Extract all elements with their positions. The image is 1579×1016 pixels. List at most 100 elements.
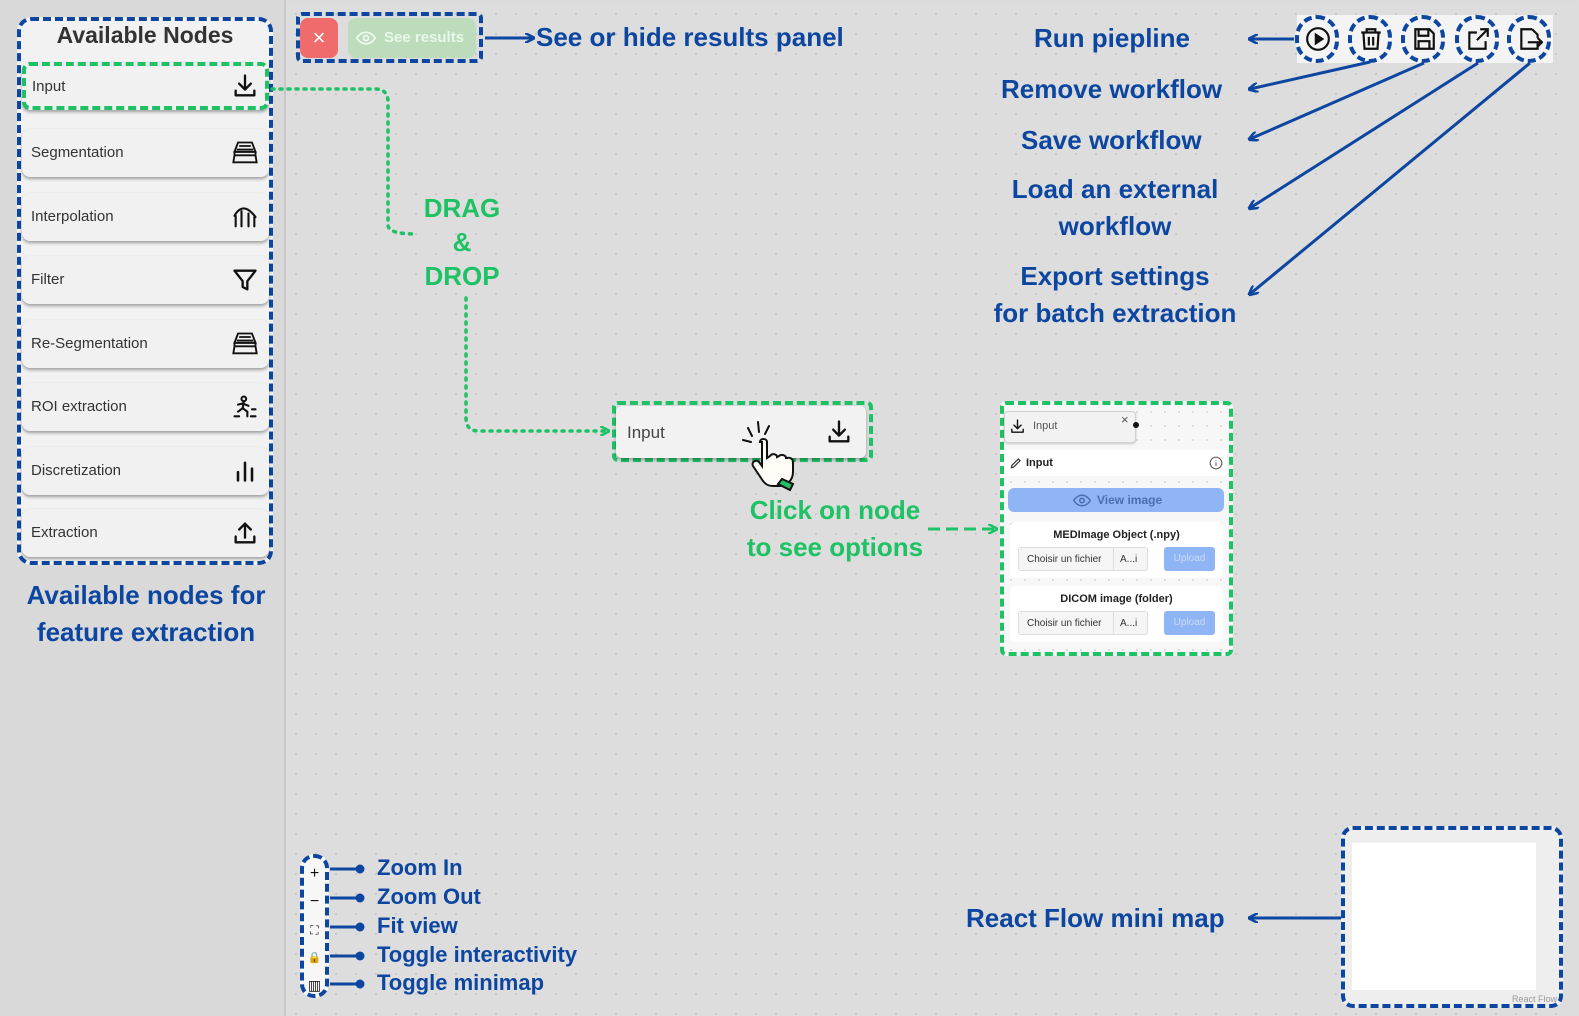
panel-tab-label: Input xyxy=(1033,420,1058,432)
medimage-section-title: MEDImage Object (.npy) xyxy=(1053,529,1180,541)
eye-icon xyxy=(1072,494,1092,507)
download-icon xyxy=(234,74,256,97)
zoom-in-button[interactable]: + xyxy=(309,865,320,882)
sidebar-item-label: Filter xyxy=(31,271,65,288)
pencil-icon[interactable] xyxy=(1009,456,1023,470)
remove-workflow-button[interactable] xyxy=(1348,15,1392,63)
see-results-button[interactable]: See results xyxy=(348,18,476,58)
filter-icon xyxy=(233,269,257,291)
run-pipeline-annotation: Run piepline xyxy=(1034,23,1190,53)
file-value: A...i xyxy=(1120,554,1138,565)
sidebar-caption-line2: feature extraction xyxy=(36,617,256,647)
sidebar-item-label: Discretization xyxy=(31,462,122,479)
react-flow-attribution[interactable]: React Flow xyxy=(1512,994,1558,1004)
sidebar-item-discretization[interactable]: Discretization xyxy=(22,447,269,495)
sidebar-caption-line1: Available nodes for xyxy=(26,580,266,610)
dicom-section-title: DICOM image (folder) xyxy=(1060,593,1173,605)
upload-icon xyxy=(234,522,256,544)
sidebar-item-extraction[interactable]: Extraction xyxy=(22,509,269,557)
sidebar-item-re-segmentation[interactable]: Re-Segmentation xyxy=(22,320,269,368)
click-annotation-line2: to see options xyxy=(746,532,924,562)
export-settings-button[interactable] xyxy=(1507,15,1551,63)
sidebar-item-roi-extraction[interactable]: ROI extraction xyxy=(22,383,269,431)
see-results-label: See results xyxy=(384,29,465,46)
toggle-minimap-button[interactable]: ▥ xyxy=(307,977,322,993)
ampersand-label: & xyxy=(452,227,472,257)
panel-node-tab[interactable]: Input × xyxy=(1004,411,1136,443)
save-workflow-button[interactable] xyxy=(1401,15,1445,63)
fit-view-button[interactable]: ⛶ xyxy=(310,923,319,937)
pointer-hand-icon xyxy=(742,421,795,492)
import-icon xyxy=(1468,28,1489,50)
panel-tab-close[interactable]: × xyxy=(1121,412,1129,427)
load-workflow-button[interactable] xyxy=(1455,15,1499,63)
flow-controls xyxy=(300,854,329,998)
sidebar-title: Available Nodes xyxy=(56,22,234,48)
medimage-section: MEDImage Object (.npy) Choisir un fichie… xyxy=(1010,522,1223,578)
view-image-button[interactable]: View image xyxy=(1008,488,1224,512)
save-workflow-annotation: Save workflow xyxy=(1021,125,1202,155)
export-settings-annotation-line1: Export settings xyxy=(1020,261,1210,291)
results-toggle-highlight xyxy=(296,12,483,63)
sidebar-item-interpolation[interactable]: Interpolation xyxy=(22,193,269,241)
info-icon[interactable] xyxy=(1209,456,1223,470)
node-handle[interactable] xyxy=(1133,422,1139,428)
panel-header-label: Input xyxy=(1026,457,1053,469)
zoom-out-button[interactable]: − xyxy=(309,893,320,910)
minimap-viewport[interactable] xyxy=(1352,843,1536,990)
dicom-file-input[interactable]: Choisir un fichier A...i xyxy=(1018,611,1148,635)
interpolation-icon xyxy=(233,207,257,228)
choose-file-label: Choisir un fichier xyxy=(1027,618,1102,629)
sidebar-item-segmentation[interactable]: Segmentation xyxy=(22,129,269,177)
sidebar-item-filter[interactable]: Filter xyxy=(22,256,269,304)
view-image-label: View image xyxy=(1097,493,1163,507)
load-workflow-annotation-line1: Load an external xyxy=(1011,174,1219,204)
choose-file-label: Choisir un fichier xyxy=(1027,554,1102,565)
file-input-divider xyxy=(1113,612,1114,634)
sidebar-item-label: Re-Segmentation xyxy=(31,335,148,352)
run-pipeline-button[interactable] xyxy=(1295,15,1339,63)
minimap-annotation: React Flow mini map xyxy=(966,903,1225,933)
results-panel-annotation: See or hide results panel xyxy=(536,22,844,52)
export-icon xyxy=(1520,28,1543,50)
save-icon xyxy=(1414,28,1435,50)
toggle-interactivity-annotation: Toggle interactivity xyxy=(377,942,578,967)
eye-icon xyxy=(356,31,376,45)
file-input-divider xyxy=(1113,548,1114,570)
medimage-file-input[interactable]: Choisir un fichier A...i xyxy=(1018,547,1148,571)
load-workflow-annotation-line2: workflow xyxy=(1058,211,1172,241)
sidebar-item-label: Segmentation xyxy=(31,144,124,161)
play-icon xyxy=(1306,27,1330,51)
drop-label: DROP xyxy=(424,261,500,291)
dicom-upload-button[interactable]: Upload xyxy=(1164,611,1215,635)
trash-icon xyxy=(1361,28,1381,50)
roi-icon xyxy=(233,395,257,418)
canvas-node-input[interactable]: Input xyxy=(616,406,866,458)
zoom-out-annotation: Zoom Out xyxy=(377,884,481,909)
panel-header: Input xyxy=(1004,450,1227,476)
download-icon xyxy=(828,420,850,443)
download-icon xyxy=(1011,419,1024,433)
toggle-minimap-annotation: Toggle minimap xyxy=(377,970,545,995)
click-annotation-line1: Click on node xyxy=(749,495,921,525)
toggle-interactivity-button[interactable]: 🔒 xyxy=(307,952,322,964)
layers-icon xyxy=(232,141,258,164)
export-settings-annotation-line2: for batch extraction xyxy=(993,298,1237,328)
medimage-upload-button[interactable]: Upload xyxy=(1164,547,1215,571)
drag-label: DRAG xyxy=(423,193,501,223)
dicom-section: DICOM image (folder) Choisir un fichier … xyxy=(1010,586,1223,642)
sidebar-item-label: ROI extraction xyxy=(31,398,127,415)
fit-view-annotation: Fit view xyxy=(377,913,458,938)
canvas-node-label: Input xyxy=(627,423,665,442)
file-value: A...i xyxy=(1120,618,1138,629)
close-button[interactable]: × xyxy=(300,18,338,58)
sidebar-item-input[interactable]: Input xyxy=(22,62,269,110)
bar-chart-icon xyxy=(236,461,254,482)
sidebar-item-label: Interpolation xyxy=(31,208,114,225)
sidebar-item-label: Input xyxy=(32,78,66,95)
remove-workflow-annotation: Remove workflow xyxy=(1001,74,1223,104)
canvas-node-highlight xyxy=(612,401,873,462)
sidebar-item-label: Extraction xyxy=(31,524,98,541)
zoom-in-annotation: Zoom In xyxy=(377,855,463,880)
layers-icon xyxy=(232,332,258,355)
